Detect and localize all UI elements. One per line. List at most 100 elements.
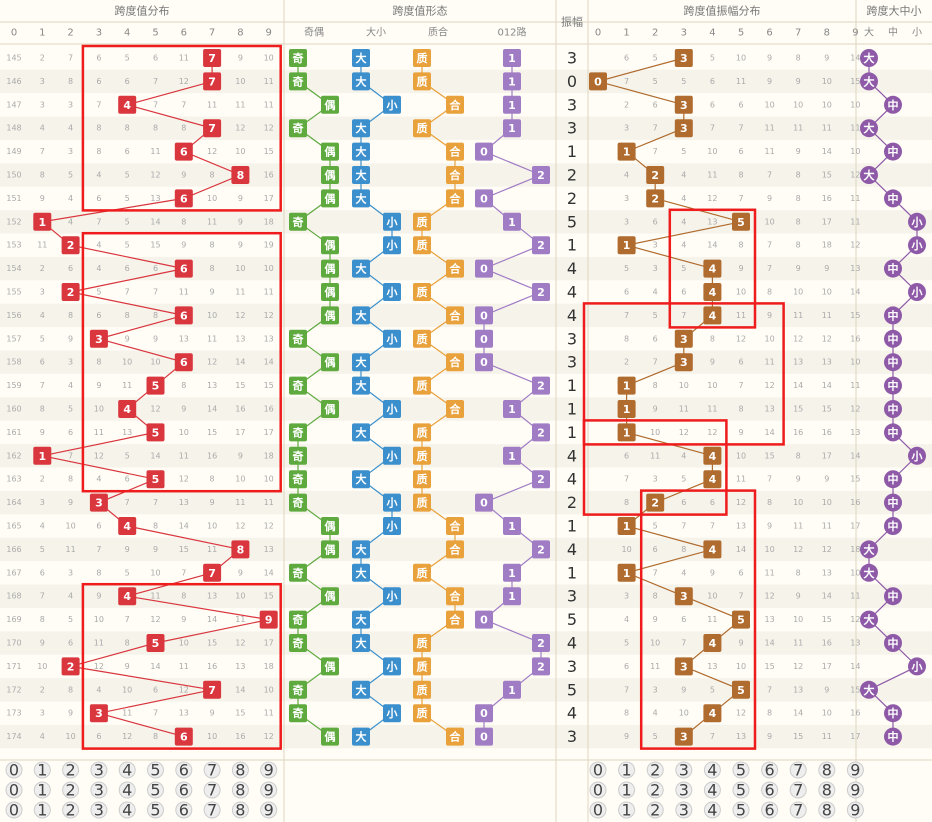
route-block-shape — [503, 400, 521, 418]
big-small-block: 大 — [352, 376, 370, 395]
amp-missing-count: 7 — [624, 475, 629, 484]
span-missing-count: 10 — [235, 147, 245, 156]
route-block-label: 0 — [480, 192, 488, 205]
amp-missing-count: 6 — [681, 288, 686, 297]
span-missing-count: 5 — [68, 171, 73, 180]
size-block-label: 中 — [888, 402, 899, 416]
size-block: 中 — [884, 704, 902, 723]
route-block-label: 0 — [480, 497, 488, 510]
amp-value-block-label: 0 — [594, 75, 602, 88]
span-missing-count: 10 — [122, 685, 132, 694]
big-small-block: 小 — [383, 704, 401, 723]
amp-missing-count: 4 — [624, 171, 629, 180]
span-missing-count: 14 — [264, 568, 274, 577]
span-highlight-box — [81, 231, 282, 493]
footer-digit-circle — [646, 801, 664, 819]
amp-missing-count: 8 — [738, 405, 743, 414]
footer-digit: 0 — [593, 781, 603, 800]
footer-digit: 0 — [9, 761, 19, 780]
span-missing-count: 13 — [179, 709, 189, 718]
prime-comp-block-shape — [446, 306, 464, 325]
span-missing-count: 12 — [122, 732, 132, 741]
span-missing-count: 8 — [210, 264, 215, 273]
span-missing-count: 8 — [125, 639, 130, 648]
route-block: 1 — [503, 587, 521, 606]
span-missing-count: 11 — [150, 592, 160, 601]
amp-missing-count: 11 — [850, 194, 860, 203]
prime-comp-block-shape — [413, 704, 431, 723]
odd-even-block-label: 偶 — [325, 98, 336, 112]
amp-missing-count: 10 — [793, 100, 803, 109]
big-small-block-shape — [352, 610, 370, 629]
span-missing-count: 7 — [40, 592, 45, 601]
amp-value-block-shape — [732, 680, 750, 699]
amp-missing-count: 16 — [793, 428, 803, 437]
odd-even-block-shape — [321, 353, 339, 372]
amp-value-block: 4 — [703, 259, 722, 278]
big-small-block: 大 — [352, 119, 370, 138]
amp-missing-count: 11 — [822, 732, 832, 741]
route-block: 1 — [503, 95, 521, 114]
prime-comp-block: 合 — [446, 540, 464, 559]
route-block-label: 1 — [508, 75, 516, 88]
prime-comp-block-shape — [446, 610, 464, 629]
amp-missing-count: 6 — [738, 100, 743, 109]
amp-value-block: 3 — [674, 657, 693, 676]
size-block-label: 中 — [888, 730, 899, 744]
amp-value-block-shape — [703, 704, 722, 723]
big-small-block-shape — [352, 119, 370, 138]
span-missing-count: 13 — [179, 334, 189, 343]
size-block: 大 — [860, 540, 878, 559]
prime-comp-block-shape — [446, 259, 464, 278]
footer-digit: 8 — [235, 801, 245, 820]
amp-missing-count: 7 — [767, 264, 772, 273]
amp-value-block: 3 — [674, 353, 693, 372]
span-missing-count: 6 — [96, 732, 101, 741]
amp-value-block: 4 — [703, 283, 722, 301]
amp-missing-count: 3 — [653, 475, 658, 484]
span-value-block: 4 — [118, 400, 137, 418]
period-label: 145 — [6, 54, 21, 63]
span-missing-count: 12 — [264, 522, 274, 531]
span-value-block-label: 8 — [237, 169, 245, 182]
span-value-block-shape — [174, 142, 193, 161]
amp-missing-count: 12 — [736, 498, 746, 507]
odd-even-block: 偶 — [321, 400, 339, 418]
span-missing-count: 9 — [68, 334, 73, 343]
amp-value-block-shape — [703, 470, 722, 489]
span-digit-header: 3 — [96, 28, 102, 39]
amp-value-block-shape — [674, 727, 693, 746]
odd-even-block: 奇 — [289, 704, 307, 723]
span-missing-count: 9 — [238, 568, 243, 577]
footer-digit: 2 — [650, 761, 660, 780]
size-block-shape — [884, 587, 902, 606]
span-missing-count: 11 — [179, 54, 189, 63]
span-missing-count: 12 — [207, 358, 217, 367]
route-block: 1 — [503, 212, 521, 231]
prime-comp-block: 质 — [413, 563, 431, 582]
big-small-block: 小 — [383, 587, 401, 606]
amp-value-block-label: 1 — [623, 567, 631, 580]
prime-comp-block-label: 合 — [450, 542, 462, 556]
odd-even-block-label: 偶 — [325, 191, 336, 205]
amp-missing-count: 13 — [850, 639, 860, 648]
odd-even-block: 偶 — [321, 259, 339, 278]
span-digit-header: 9 — [266, 28, 272, 39]
big-small-block: 小 — [383, 329, 401, 348]
odd-even-block-shape — [289, 470, 307, 489]
amp-value-block: 3 — [674, 95, 693, 114]
period-label: 154 — [6, 264, 21, 273]
span-value-block-label: 5 — [152, 380, 160, 393]
big-small-block-label: 大 — [356, 51, 367, 65]
footer-digit: 3 — [94, 761, 104, 780]
footer-digit-circle — [175, 781, 193, 799]
amp-missing-count: 15 — [850, 311, 860, 320]
footer-digit-circle — [118, 781, 136, 799]
route-block-label: 0 — [480, 731, 488, 744]
amplitude-value: 5 — [567, 610, 577, 629]
span-missing-count: 12 — [179, 475, 189, 484]
odd-even-block: 奇 — [289, 563, 307, 582]
prime-comp-block-label: 合 — [450, 262, 462, 276]
prime-comp-block: 质 — [413, 470, 431, 489]
size-col-header: 中 — [888, 26, 898, 39]
